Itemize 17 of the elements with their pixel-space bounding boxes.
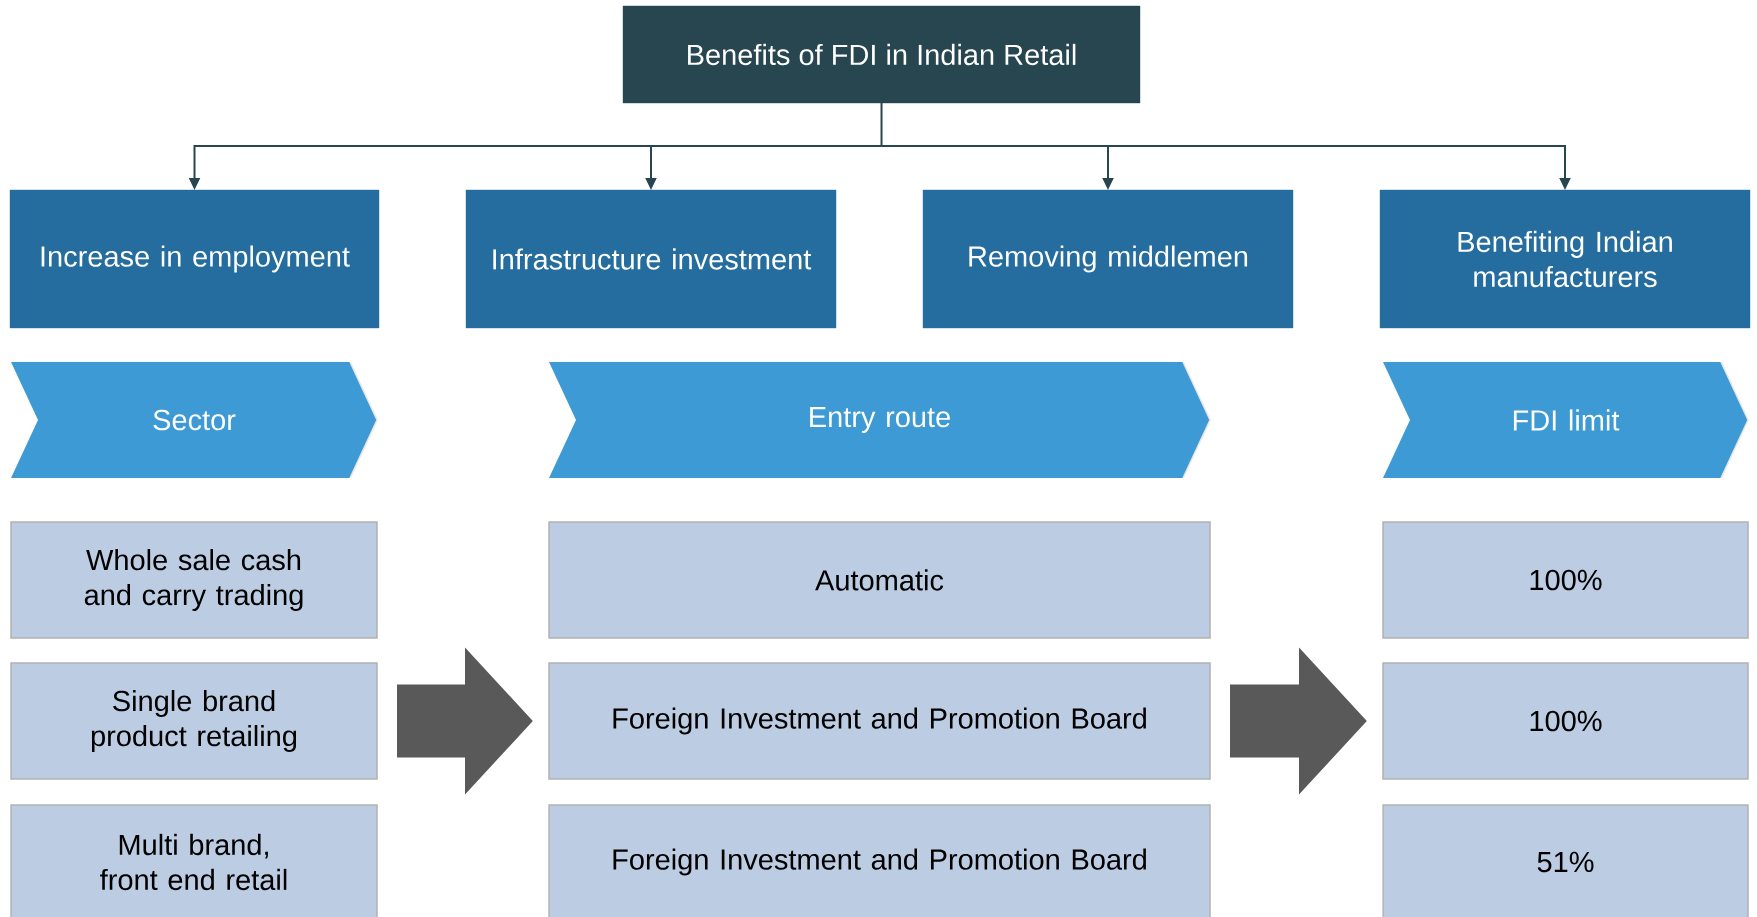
table-cell: Multi brand, front end retail (10, 804, 378, 917)
chevron-banner: FDI limit (1383, 361, 1749, 479)
table-cell: Foreign Investment and Promotion Board (548, 804, 1211, 917)
table-cell: Single brand product retailing (10, 662, 378, 780)
table-cell: Automatic (548, 521, 1211, 639)
benefit-box: Removing middlemen (922, 189, 1294, 329)
benefit-box: Increase in employment (9, 189, 380, 329)
title-box: Benefits of FDI in Indian Retail (622, 5, 1141, 104)
table-cell: 51% (1382, 804, 1749, 917)
chevron-banner: Entry route (549, 361, 1211, 479)
benefit-box: Benefiting Indian manufacturers (1379, 189, 1751, 329)
benefit-box: Infrastructure investment (465, 189, 837, 329)
table-cell: Foreign Investment and Promotion Board (548, 662, 1211, 780)
chevron-banner: Sector (11, 361, 378, 479)
table-cell: Whole sale cash and carry trading (10, 521, 378, 639)
table-cell: 100% (1382, 521, 1749, 639)
table-cell: 100% (1382, 662, 1749, 780)
